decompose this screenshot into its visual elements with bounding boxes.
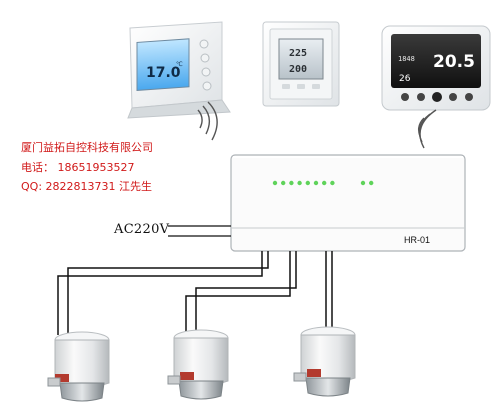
thermostat-3-secondary: 26 xyxy=(399,74,411,84)
thermostat-3-clock: 1848 xyxy=(398,55,415,63)
thermostat-2: 225 200 xyxy=(262,21,340,107)
wireless-signal-icon xyxy=(417,109,437,149)
actuator-wiring xyxy=(57,251,333,335)
thermostat-2-bottom-reading: 200 xyxy=(289,64,307,75)
status-led xyxy=(281,180,286,186)
status-led xyxy=(313,180,319,186)
status-led xyxy=(322,180,327,186)
company-info: 厦门益拓自控科技有限公司 电话： 18651953527 QQ: 2822813… xyxy=(21,138,153,197)
company-name: 厦门益拓自控科技有限公司 xyxy=(21,141,153,154)
actuator-2 xyxy=(167,329,229,400)
status-led xyxy=(289,180,294,186)
wireless-signal-icon xyxy=(197,101,218,141)
company-phone: 电话： 18651953527 xyxy=(21,160,135,174)
wiring-center-controller xyxy=(230,154,466,252)
power-label: AC220V xyxy=(114,222,170,237)
company-qq: QQ: 2822813731 江先生 xyxy=(21,180,153,193)
status-led xyxy=(369,180,374,186)
status-led xyxy=(272,180,278,186)
actuator-3 xyxy=(293,326,356,397)
thermostat-1: 17.0 ℃ xyxy=(127,21,231,119)
status-led xyxy=(305,180,310,186)
status-led-group xyxy=(272,180,374,186)
thermostat-2-top-reading: 225 xyxy=(289,48,307,59)
status-led xyxy=(297,180,302,186)
controller-model-label: HR-01 xyxy=(404,235,431,245)
actuator-1 xyxy=(47,331,110,402)
thermostat-3: 1848 20.5 26 xyxy=(381,25,491,111)
thermostat-1-unit: ℃ xyxy=(176,61,183,68)
status-led xyxy=(360,180,366,186)
status-led xyxy=(330,180,335,186)
power-input-lines xyxy=(168,225,231,237)
thermostat-3-temperature: 20.5 xyxy=(433,52,475,72)
thermostat-1-temperature: 17.0 xyxy=(146,65,181,81)
